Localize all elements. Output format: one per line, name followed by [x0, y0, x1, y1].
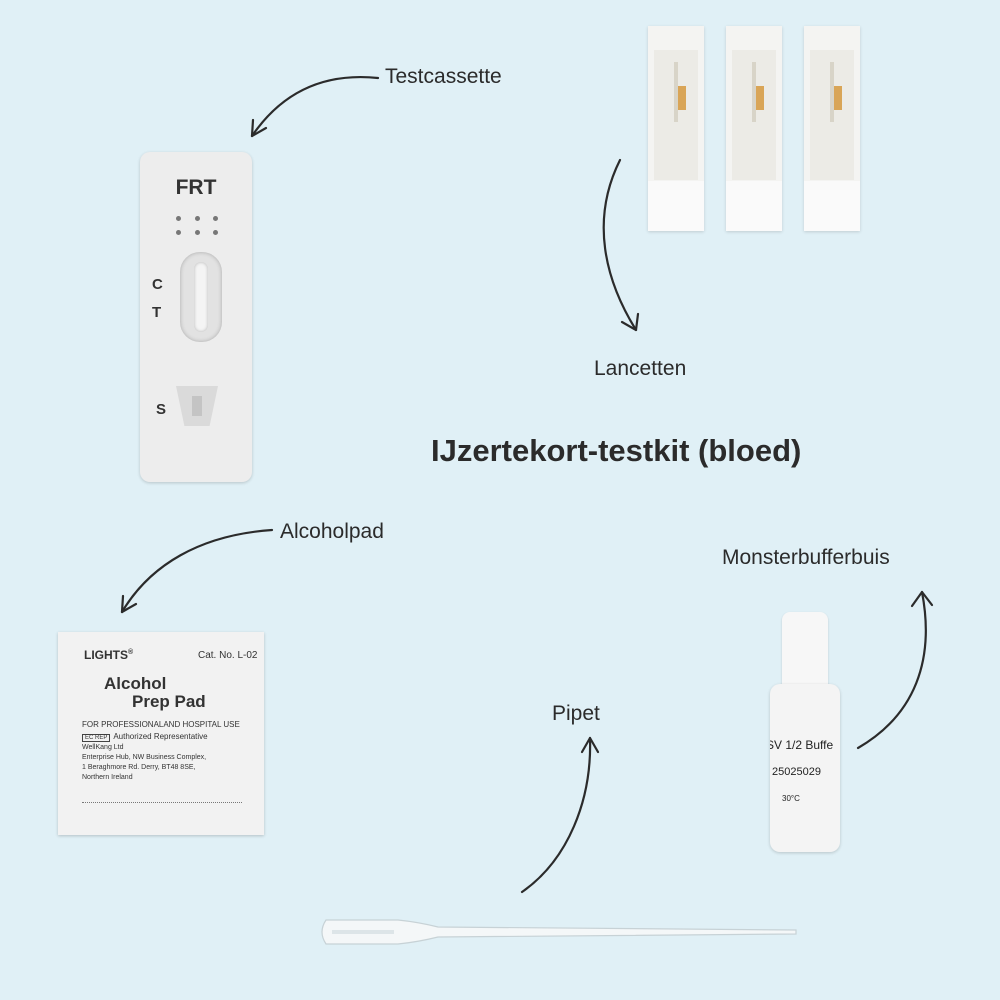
pad-address3: Northern Ireland: [82, 774, 133, 781]
pad-company: WellKang Ltd: [82, 744, 124, 751]
arrow-icon: [602, 158, 638, 332]
label-testcassette: Testcassette: [385, 65, 502, 88]
tube-lot: 25025029: [772, 766, 821, 778]
label-pipet: Pipet: [552, 702, 600, 725]
alcohol-prep-pad: LIGHTS® Cat. No. L-02 Alcohol Prep Pad F…: [58, 632, 264, 835]
arrow-icon: [580, 736, 600, 754]
pad-symbols-row: [82, 802, 242, 809]
cassette-sample-well: [176, 386, 218, 426]
sample-buffer-tube: SV 1/2 Buffe 25025029 30°C: [770, 612, 840, 852]
cassette-mark-c: C: [152, 276, 163, 293]
arrow-icon: [910, 590, 934, 608]
pipette: [321, 919, 797, 945]
pad-address1: Enterprise Hub, NW Business Complex,: [82, 754, 207, 761]
pad-cat-no: Cat. No. L-02: [198, 650, 258, 661]
tube-bottle: SV 1/2 Buffe 25025029 30°C: [770, 684, 840, 852]
pad-use: FOR PROFESSIONALAND HOSPITAL USE: [82, 720, 240, 729]
arrow-icon: [520, 736, 592, 894]
arrow-icon: [120, 594, 138, 614]
arrow-icon: [250, 76, 380, 138]
pad-brand: LIGHTS®: [84, 648, 134, 662]
lancet: [648, 26, 704, 231]
arrow-icon: [120, 528, 274, 614]
pad-product-line1: Alcohol: [104, 674, 167, 693]
cassette-mark-t: T: [152, 304, 162, 321]
tube-cap: [782, 612, 828, 690]
label-monsterbufferbuis: Monsterbufferbuis: [722, 546, 890, 569]
tube-temp: 30°C: [782, 794, 800, 803]
pad-product-line2: Prep Pad: [132, 692, 206, 711]
cassette-mark-s: S: [156, 401, 167, 418]
arrow-icon: [620, 312, 640, 332]
label-lancetten: Lancetten: [594, 357, 687, 380]
lancet: [804, 26, 860, 231]
lancet: [726, 26, 782, 231]
test-cassette: FRT C T S: [140, 152, 252, 482]
tube-label-line1: SV 1/2 Buffe: [770, 738, 834, 752]
pad-address2: 1 Beraghmore Rd. Derry, BT48 8SE,: [82, 764, 196, 771]
cassette-dots: [176, 216, 220, 242]
cassette-result-window: [180, 252, 222, 342]
label-alcoholpad: Alcoholpad: [280, 520, 384, 543]
cassette-brand: FRT: [175, 176, 217, 199]
arrow-icon: [250, 118, 268, 138]
arrow-icon: [856, 590, 927, 750]
kit-title: IJzertekort-testkit (bloed): [431, 433, 802, 468]
